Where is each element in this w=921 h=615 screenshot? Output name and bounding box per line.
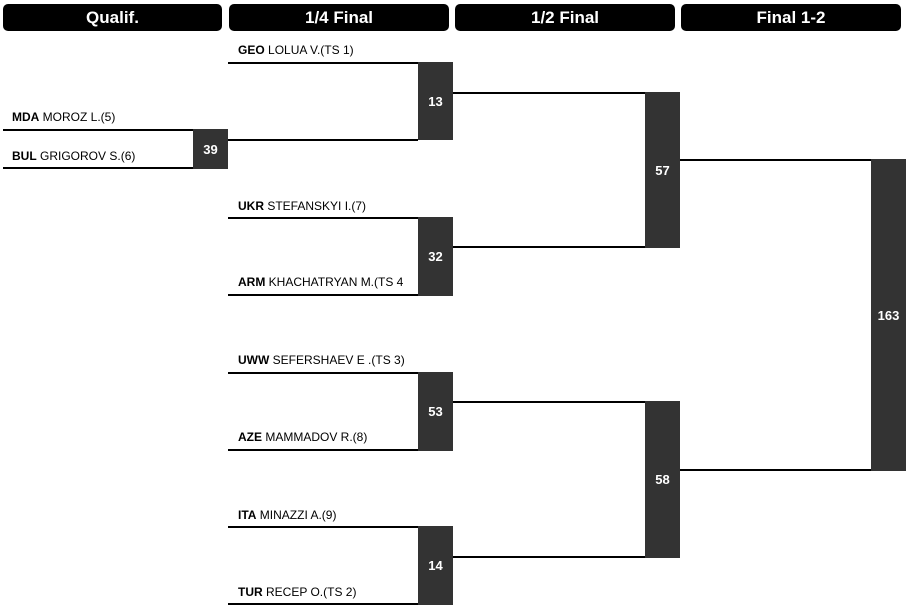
athlete-name: SEFERSHAEV E .(TS 3) — [272, 353, 405, 367]
country-code: TUR — [238, 585, 263, 599]
bracket-line — [453, 401, 645, 403]
quarter-entry-tur: TUR RECEP O.(TS 2) — [238, 585, 356, 599]
bout-box-163: 163 — [871, 159, 906, 471]
athlete-name: MAMMADOV R.(8) — [265, 430, 368, 444]
country-code: AZE — [238, 430, 262, 444]
country-code: UKR — [238, 199, 264, 213]
round-header-final: Final 1-2 — [681, 4, 901, 31]
qualif-entry-1: MDA MOROZ L.(5) — [12, 110, 115, 124]
athlete-name: RECEP O.(TS 2) — [266, 585, 357, 599]
bout-box-14: 14 — [418, 526, 453, 605]
quarter-entry-arm: ARM KHACHATRYAN M.(TS 4 — [238, 275, 418, 289]
bracket-line — [453, 246, 645, 248]
bracket-line — [228, 372, 418, 374]
athlete-name: MINAZZI A.(9) — [259, 508, 337, 522]
bout-box-53: 53 — [418, 372, 453, 451]
quarter-entry-geo: GEO LOLUA V.(TS 1) — [238, 43, 354, 57]
bout-box-13: 13 — [418, 62, 453, 140]
bracket-line — [3, 129, 193, 131]
round-header-semi-final: 1/2 Final — [455, 4, 675, 31]
bracket-line — [228, 217, 418, 219]
quarter-entry-ukr: UKR STEFANSKYI I.(7) — [238, 199, 366, 213]
round-header-qualif: Qualif. — [3, 4, 222, 31]
athlete-name: MOROZ L.(5) — [42, 110, 116, 124]
bout-box-58: 58 — [645, 401, 680, 558]
bracket-line — [228, 294, 418, 296]
qualif-entry-2: BUL GRIGOROV S.(6) — [12, 149, 135, 163]
bout-box-57: 57 — [645, 92, 680, 248]
bracket-line — [228, 139, 418, 141]
bout-box-32: 32 — [418, 217, 453, 296]
bout-box-39: 39 — [193, 129, 228, 169]
country-code: UWW — [238, 353, 270, 367]
bracket-line — [228, 603, 418, 605]
country-code: ITA — [238, 508, 257, 522]
bracket-line — [453, 556, 645, 558]
bracket-line — [228, 62, 418, 64]
quarter-entry-uww: UWW SEFERSHAEV E .(TS 3) — [238, 353, 405, 367]
athlete-name: KHACHATRYAN M.(TS 4 — [268, 275, 404, 289]
round-header-quarter-final: 1/4 Final — [229, 4, 449, 31]
bracket-line — [3, 167, 193, 169]
bracket-line — [680, 469, 871, 471]
country-code: ARM — [238, 275, 266, 289]
bracket-line — [228, 526, 418, 528]
athlete-name: GRIGOROV S.(6) — [40, 149, 136, 163]
country-code: BUL — [12, 149, 37, 163]
country-code: GEO — [238, 43, 265, 57]
athlete-name: LOLUA V.(TS 1) — [268, 43, 354, 57]
quarter-entry-ita: ITA MINAZZI A.(9) — [238, 508, 336, 522]
bracket-line — [228, 449, 418, 451]
country-code: MDA — [12, 110, 40, 124]
bracket-line — [453, 92, 645, 94]
athlete-name: STEFANSKYI I.(7) — [267, 199, 367, 213]
bracket-line — [680, 159, 871, 161]
quarter-entry-aze: AZE MAMMADOV R.(8) — [238, 430, 367, 444]
